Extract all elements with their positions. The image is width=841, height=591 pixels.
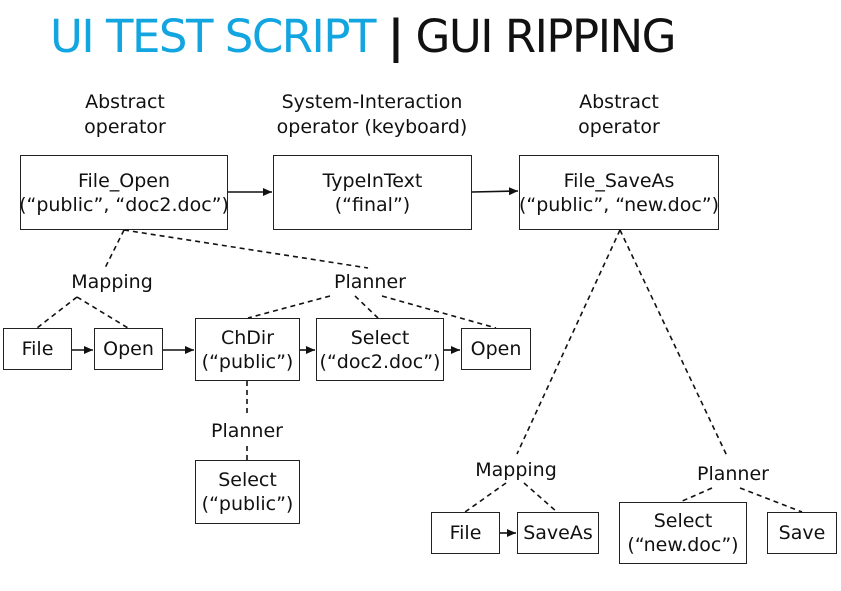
label-mapping-1: Mapping: [71, 271, 153, 293]
arrow-typeintext-filesaveas: [471, 187, 519, 196]
label-planner-2: Planner: [211, 420, 283, 442]
node-select-newdoc: Select(“new.doc”): [619, 502, 747, 564]
title-accent: UI TEST SCRIPT: [50, 10, 376, 63]
label-mapping-2: Mapping: [475, 459, 557, 481]
node-open-2: Open: [461, 328, 531, 370]
node-select-public: Select(“public”): [195, 460, 300, 524]
node-file-2: File: [431, 512, 500, 554]
node-typeintext: TypeInText(“final”): [273, 155, 472, 230]
node-file-1: File: [3, 328, 72, 370]
node-open-1: Open: [94, 328, 163, 370]
label-planner-1: Planner: [334, 271, 406, 293]
title-rest: GUI RIPPING: [415, 10, 677, 63]
title-separator: |: [387, 10, 404, 63]
label-planner-3: Planner: [697, 463, 769, 485]
node-select-doc2: Select(“doc2.doc”): [316, 318, 444, 381]
slide-title: UI TEST SCRIPT | GUI RIPPING: [50, 8, 677, 66]
node-chdir: ChDir(“public”): [195, 318, 300, 381]
node-file-open: File_Open(“public”, “doc2.doc”): [19, 155, 229, 230]
node-saveas: SaveAs: [517, 512, 599, 554]
node-save: Save: [767, 512, 837, 554]
node-file-saveas: File_SaveAs(“public”, “new.doc”): [519, 155, 719, 230]
